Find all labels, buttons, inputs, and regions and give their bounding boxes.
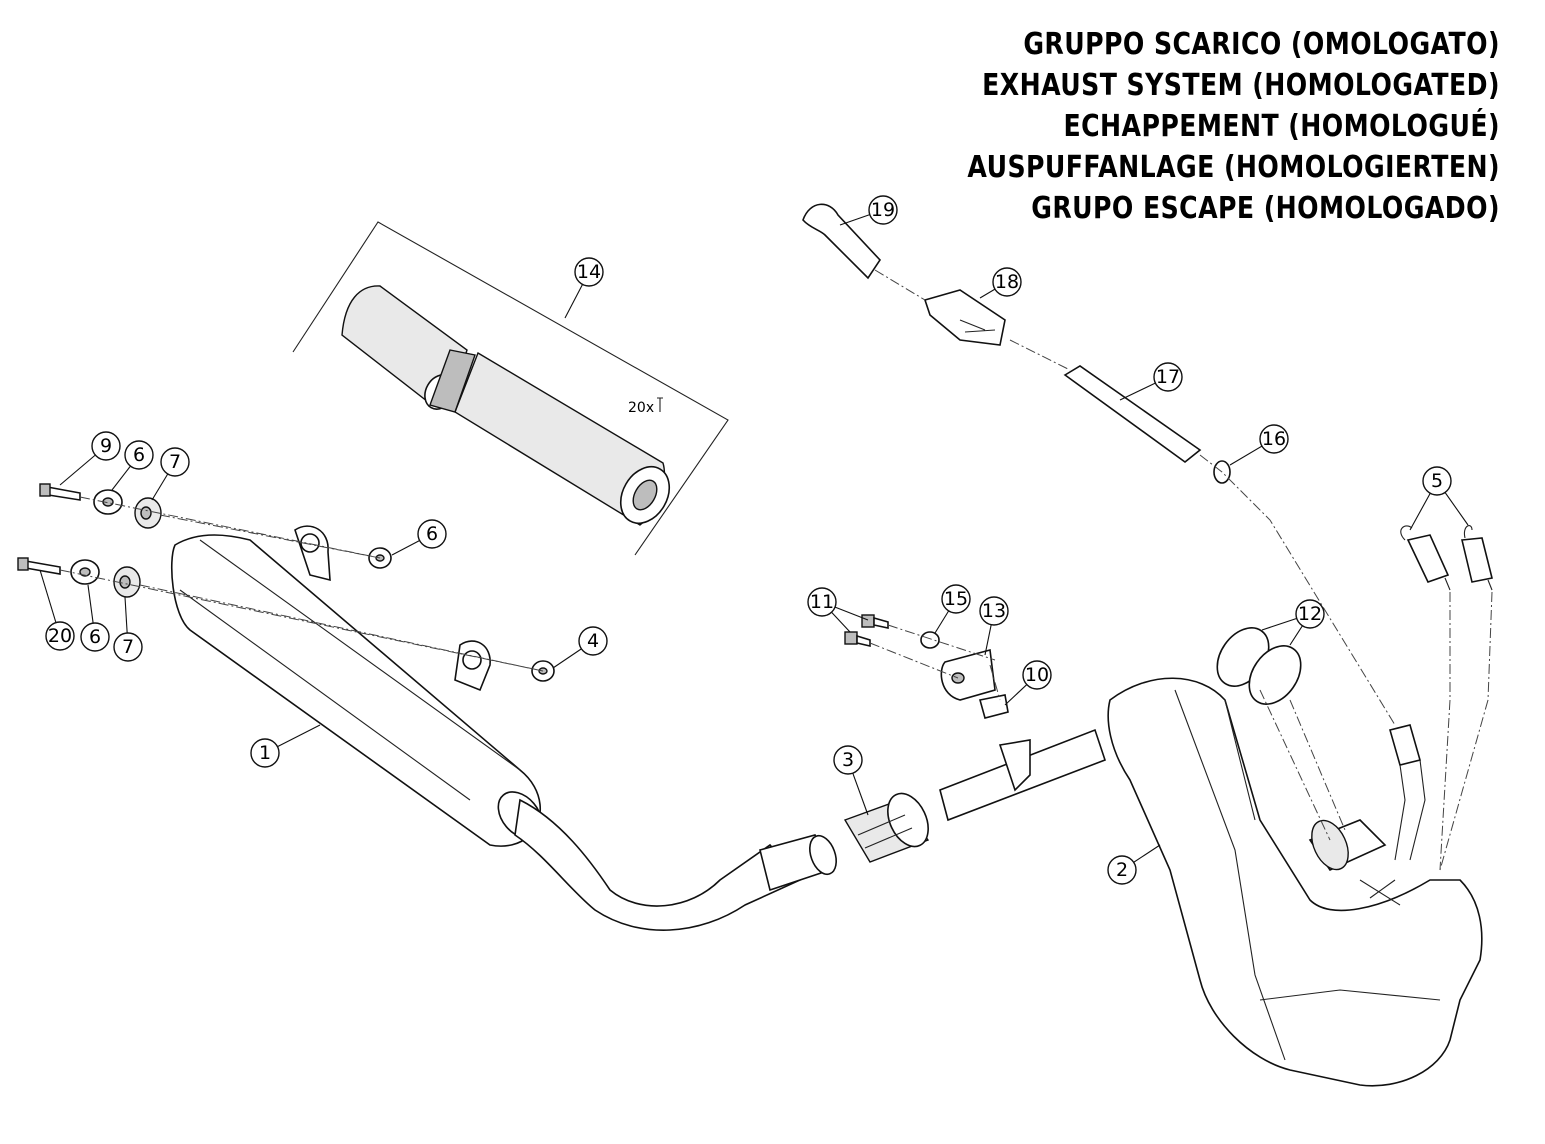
breather-hose-set	[802, 203, 1426, 861]
part-2-header	[939, 677, 1483, 1087]
callout-5: 5	[1422, 466, 1452, 496]
bracket-hardware	[844, 614, 1009, 719]
svg-text:20: 20	[48, 625, 72, 647]
callout-6-upper: 6	[124, 440, 154, 470]
title-spanish: GRUPO ESCAPE (HOMOLOGADO)	[1031, 191, 1500, 226]
svg-text:6: 6	[89, 626, 101, 648]
callout-9: 9	[91, 431, 121, 461]
svg-text:2: 2	[1116, 859, 1128, 881]
callout-6-lower: 6	[80, 622, 110, 652]
title-german: AUSPUFFANLAGE (HOMOLOGIERTEN)	[967, 150, 1500, 185]
svg-text:10: 10	[1025, 664, 1049, 686]
callout-2: 2	[1107, 855, 1137, 885]
callout-14: 14	[574, 257, 604, 287]
callout-10: 10	[1022, 660, 1052, 690]
svg-text:11: 11	[810, 591, 834, 613]
svg-text:18: 18	[995, 271, 1019, 293]
callout-11: 11	[807, 587, 837, 617]
callout-3: 3	[833, 745, 863, 775]
svg-text:16: 16	[1262, 428, 1286, 450]
kit-quantity-label: 20x	[628, 400, 654, 416]
callout-15: 15	[941, 584, 971, 614]
svg-text:15: 15	[944, 588, 968, 610]
callout-7-lower: 7	[113, 632, 143, 662]
title-italian: GRUPPO SCARICO (OMOLOGATO)	[1023, 27, 1500, 62]
callout-6-right: 6	[417, 519, 447, 549]
svg-text:12: 12	[1298, 603, 1322, 625]
callout-19: 19	[868, 195, 898, 225]
part-5-springs	[1400, 525, 1493, 871]
svg-text:1: 1	[259, 742, 271, 764]
callout-12: 12	[1295, 599, 1325, 629]
mounting-hardware	[17, 483, 555, 682]
svg-text:14: 14	[577, 261, 601, 283]
svg-text:3: 3	[842, 749, 854, 771]
svg-text:17: 17	[1156, 366, 1180, 388]
callout-17: 17	[1153, 362, 1183, 392]
part-3-coupling	[843, 792, 930, 863]
callout-1: 1	[250, 738, 280, 768]
callout-13: 13	[979, 596, 1009, 626]
svg-text:19: 19	[871, 199, 895, 221]
title-french: ECHAPPEMENT (HOMOLOGUÉ)	[1063, 109, 1500, 144]
callout-20: 20	[45, 621, 75, 651]
callout-7-upper: 7	[160, 447, 190, 477]
svg-text:7: 7	[122, 636, 134, 658]
part-1-silencer	[170, 525, 837, 931]
svg-text:4: 4	[587, 630, 599, 652]
leader-lines	[39, 209, 1469, 871]
svg-text:13: 13	[982, 600, 1006, 622]
svg-text:5: 5	[1431, 470, 1443, 492]
callout-18: 18	[992, 267, 1022, 297]
title-english: EXHAUST SYSTEM (HOMOLOGATED)	[982, 68, 1500, 103]
svg-text:9: 9	[100, 435, 112, 457]
title-block: GRUPPO SCARICO (OMOLOGATO) EXHAUST SYSTE…	[866, 24, 1500, 229]
callout-16: 16	[1259, 424, 1289, 454]
svg-text:6: 6	[133, 444, 145, 466]
svg-text:7: 7	[169, 451, 181, 473]
svg-text:6: 6	[426, 523, 438, 545]
callout-4: 4	[578, 626, 608, 656]
part-12-gaskets	[1216, 627, 1346, 841]
part-14-packing-kit: 20x	[292, 221, 729, 556]
